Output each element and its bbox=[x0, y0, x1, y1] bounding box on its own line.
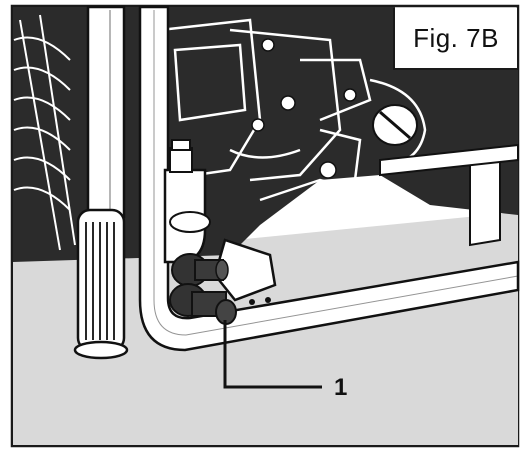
oil-cap-icon bbox=[372, 104, 418, 146]
callout-leader-line bbox=[223, 320, 322, 389]
right-frame bbox=[379, 143, 519, 247]
figure-label: Fig. 7B bbox=[413, 22, 499, 53]
grip-handle-icon bbox=[73, 208, 129, 360]
handle-post bbox=[86, 5, 126, 219]
frame-tube bbox=[138, 5, 520, 352]
fuel-line bbox=[163, 139, 211, 264]
engine-bolts bbox=[251, 38, 357, 179]
callout-number: 1 bbox=[334, 374, 348, 401]
fuel-valve-icon bbox=[169, 253, 237, 325]
figure-label-box: Fig. 7B bbox=[393, 8, 517, 70]
engine-grill bbox=[13, 14, 76, 251]
